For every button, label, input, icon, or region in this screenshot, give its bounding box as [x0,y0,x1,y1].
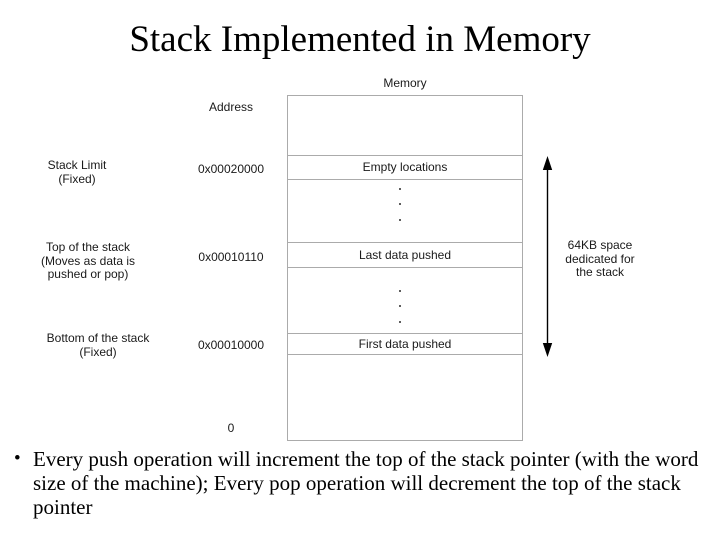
address-stack-top: 0x00010110 [198,250,264,264]
label-top-of-stack: Top of the stack (Moves as data is pushe… [40,240,136,281]
ellipsis-dot-icon [399,219,401,221]
address-stack-bottom: 0x00010000 [197,338,265,352]
memory-row-first-data-pushed: First data pushed [288,333,522,355]
address-stack-limit: 0x00020000 [197,162,265,176]
label-stack-limit: Stack Limit (Fixed) [47,158,107,186]
label-bottom-of-stack: Bottom of the stack (Fixed) [46,331,150,359]
ellipsis-dot-icon [399,321,401,323]
slide-title: Stack Implemented in Memory [129,19,591,60]
ellipsis-dot-icon [399,188,401,190]
ellipsis-dot-icon [399,290,401,292]
memory-row-empty-locations: Empty locations [288,155,522,180]
memory-box: Empty locations Last data pushed First d… [287,95,523,441]
bullet-paragraph: • Every push operation will increment th… [14,447,710,519]
bullet-icon: • [14,448,21,469]
memory-column-label: Memory [383,76,427,90]
ellipsis-dot-icon [399,305,401,307]
memory-row-last-data-pushed: Last data pushed [288,242,522,268]
address-column-label: Address [208,100,254,114]
address-zero: 0 [227,421,235,435]
ellipsis-dot-icon [399,203,401,205]
label-64kb-space: 64KB space dedicated for the stack [565,238,635,279]
bullet-text: Every push operation will increment the … [33,447,699,519]
stack-span-arrow-icon [542,156,553,357]
